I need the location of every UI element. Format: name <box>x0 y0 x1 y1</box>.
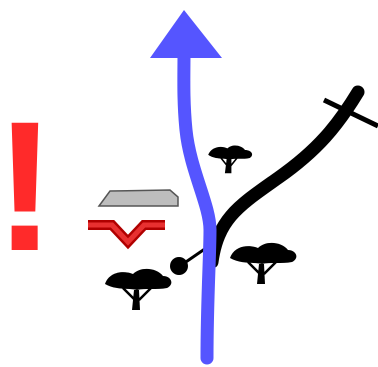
exclamation-icon: ! <box>0 84 56 290</box>
road-dip-icon <box>88 190 178 242</box>
main-road-arrowhead <box>150 10 222 58</box>
dip-surface <box>99 190 178 206</box>
side-road <box>212 92 358 262</box>
arrow-up-icon <box>150 10 222 358</box>
tree <box>230 243 296 284</box>
tree <box>208 146 252 173</box>
main-road <box>184 54 210 358</box>
exclamation-mark: ! <box>0 84 56 290</box>
dot-icon <box>170 257 188 275</box>
tree <box>105 269 171 310</box>
